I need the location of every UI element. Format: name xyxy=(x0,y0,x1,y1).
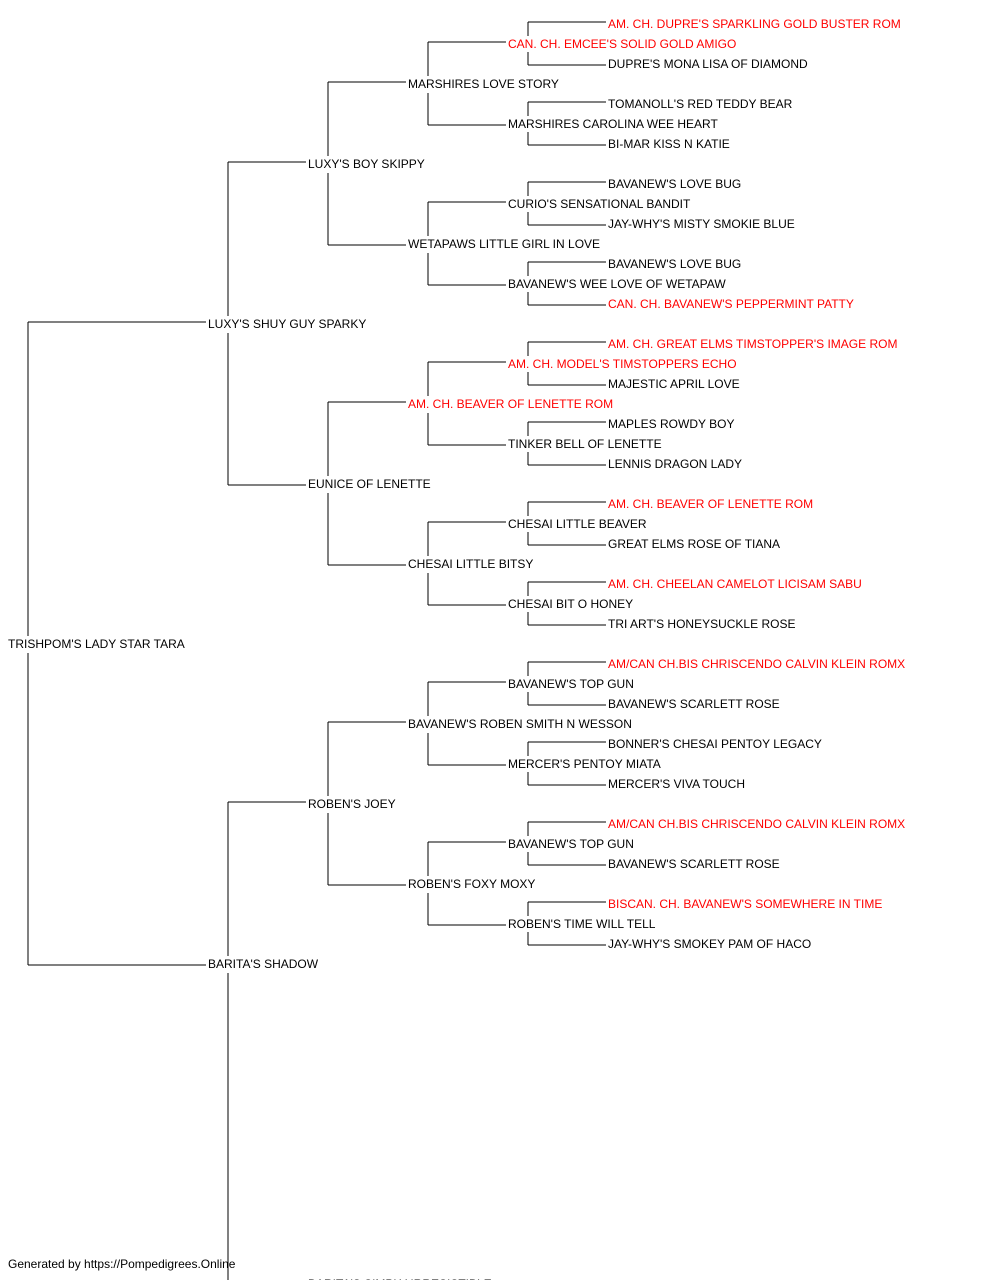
generator-footer: Generated by https://Pompedigrees.Online xyxy=(8,1257,236,1271)
dog-name: BAVANEW'S TOP GUN xyxy=(508,837,634,851)
dog-name: TRI ART'S HONEYSUCKLE ROSE xyxy=(608,617,796,631)
dog-name: CHESAI BIT O HONEY xyxy=(508,597,634,611)
dog-name: BONNER'S CHESAI PENTOY LEGACY xyxy=(608,737,822,751)
dog-name: WETAPAWS LITTLE GIRL IN LOVE xyxy=(408,237,601,251)
dog-name: MAJESTIC APRIL LOVE xyxy=(608,377,740,391)
dog-name: JAY-WHY'S SMOKEY PAM OF HACO xyxy=(608,937,812,951)
dog-name: TOMANOLL'S RED TEDDY BEAR xyxy=(608,97,793,111)
champion-dog-name: AM/CAN CH.BIS CHRISCENDO CALVIN KLEIN RO… xyxy=(608,817,906,831)
subject-dog-name: TRISHPOM'S LADY STAR TARA xyxy=(8,637,185,651)
dog-name: BAVANEW'S SCARLETT ROSE xyxy=(608,697,780,711)
champion-dog-name: CAN. CH. BAVANEW'S PEPPERMINT PATTY xyxy=(608,297,854,311)
dog-name: MERCER'S PENTOY MIATA xyxy=(508,757,661,771)
dog-name: ROBEN'S TIME WILL TELL xyxy=(508,917,656,931)
champion-dog-name: AM. CH. DUPRE'S SPARKLING GOLD BUSTER RO… xyxy=(608,17,901,31)
champion-dog-name: AM. CH. GREAT ELMS TIMSTOPPER'S IMAGE RO… xyxy=(608,337,898,351)
dog-name: MARSHIRES LOVE STORY xyxy=(408,77,559,91)
dog-name: DUPRE'S MONA LISA OF DIAMOND xyxy=(608,57,808,71)
dog-name: GREAT ELMS ROSE OF TIANA xyxy=(608,537,781,551)
dog-name: MERCER'S VIVA TOUCH xyxy=(608,777,745,791)
dog-name: BARITA'S SHADOW xyxy=(208,957,319,971)
champion-dog-name: AM/CAN CH.BIS CHRISCENDO CALVIN KLEIN RO… xyxy=(608,657,906,671)
dog-name: JAY-WHY'S MISTY SMOKIE BLUE xyxy=(608,217,795,231)
dog-name: ROBEN'S JOEY xyxy=(308,797,396,811)
dog-name: BAVANEW'S TOP GUN xyxy=(508,677,634,691)
dog-name: BAVANEW'S LOVE BUG xyxy=(608,257,742,271)
champion-dog-name: BISCAN. CH. BAVANEW'S SOMEWHERE IN TIME xyxy=(608,897,883,911)
dog-name: CURIO'S SENSATIONAL BANDIT xyxy=(508,197,691,211)
dog-name: MAPLES ROWDY BOY xyxy=(608,417,735,431)
champion-dog-name: AM. CH. BEAVER OF LENETTE ROM xyxy=(608,497,814,511)
dog-name: CHESAI LITTLE BEAVER xyxy=(508,517,647,531)
dog-name: LUXY'S SHUY GUY SPARKY xyxy=(208,317,367,331)
dog-name: BAVANEW'S WEE LOVE OF WETAPAW xyxy=(508,277,726,291)
dog-name: BAVANEW'S LOVE BUG xyxy=(608,177,742,191)
champion-dog-name: CAN. CH. EMCEE'S SOLID GOLD AMIGO xyxy=(508,37,737,51)
dog-name: BAVANEW'S ROBEN SMITH N WESSON xyxy=(408,717,632,731)
dog-name: MARSHIRES CAROLINA WEE HEART xyxy=(508,117,718,131)
dog-name: LUXY'S BOY SKIPPY xyxy=(308,157,425,171)
dog-name: LENNIS DRAGON LADY xyxy=(608,457,743,471)
champion-dog-name: AM. CH. CHEELAN CAMELOT LICISAM SABU xyxy=(608,577,862,591)
champion-dog-name: AM. CH. MODEL'S TIMSTOPPERS ECHO xyxy=(508,357,737,371)
dog-name: EUNICE OF LENETTE xyxy=(308,477,431,491)
dog-name: BAVANEW'S SCARLETT ROSE xyxy=(608,857,780,871)
dog-name: ROBEN'S FOXY MOXY xyxy=(408,877,536,891)
dog-name: BI-MAR KISS N KATIE xyxy=(608,137,730,151)
champion-dog-name: AM. CH. BEAVER OF LENETTE ROM xyxy=(408,397,614,411)
dog-name: CHESAI LITTLE BITSY xyxy=(408,557,534,571)
dog-name: BARITA'S SIMPLY IRRESISTIBLE xyxy=(308,1277,492,1280)
dog-name: TINKER BELL OF LENETTE xyxy=(508,437,662,451)
